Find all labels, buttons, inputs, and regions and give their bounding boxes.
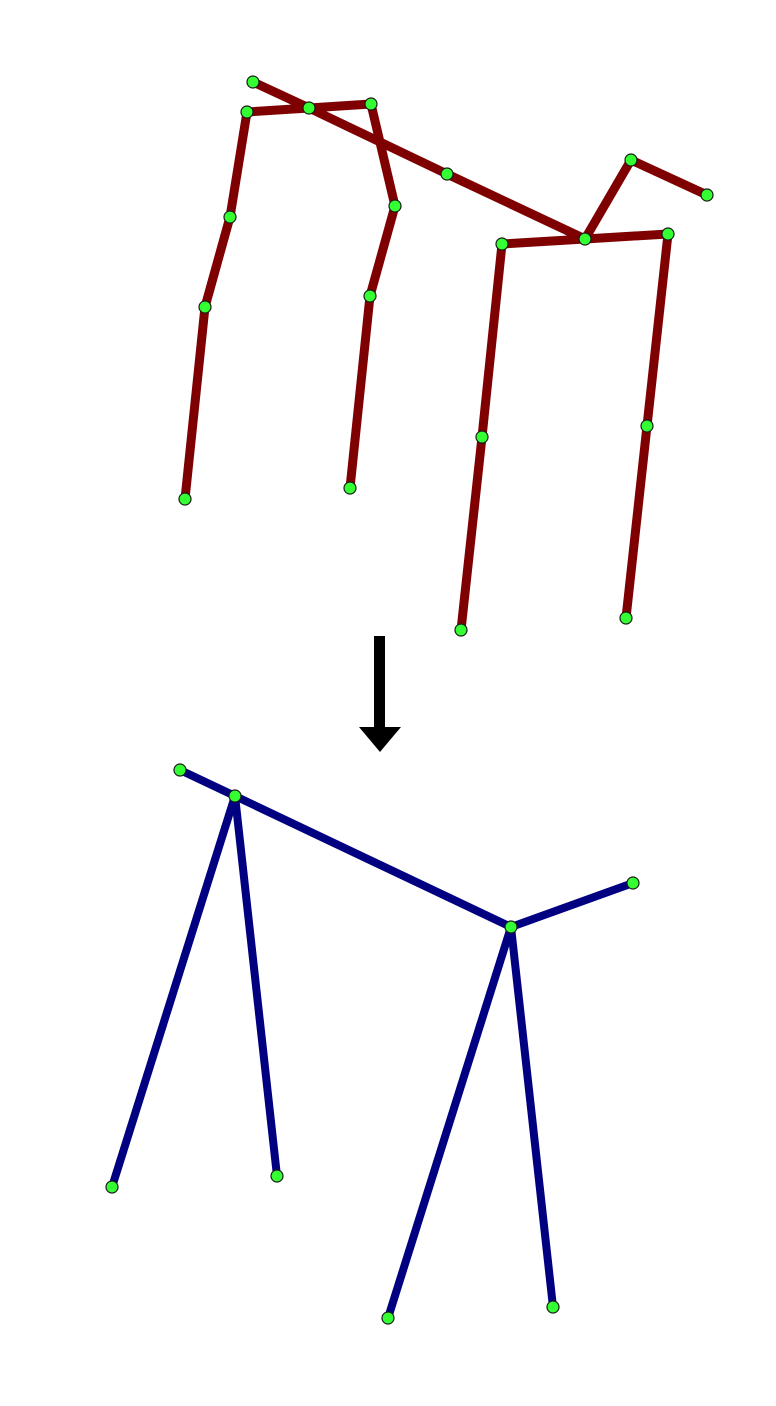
simplified-joint-hip_front bbox=[228, 789, 242, 803]
simplified-joint-leg_1_foot bbox=[105, 1180, 119, 1194]
detailed-bone-fl_knee-fl_ankle bbox=[200, 215, 235, 309]
detailed-joint-rl_foot bbox=[454, 623, 468, 637]
detailed-bone-rear_left_hip-rl_knee bbox=[477, 243, 507, 438]
detailed-bone-fr_knee-fr_ankle bbox=[365, 204, 400, 298]
detailed-joint-front_hip bbox=[302, 101, 316, 115]
simplified-joint-leg_2_foot bbox=[270, 1169, 284, 1183]
simplified-bone-hip_rear-head bbox=[509, 879, 635, 931]
simplified-joint-head bbox=[626, 876, 640, 890]
detailed-bone-fr_ankle-fr_foot bbox=[345, 295, 375, 489]
detailed-bone-front_right_hip-fr_knee bbox=[366, 102, 400, 208]
detailed-joint-spine_mid bbox=[440, 167, 454, 181]
simplified-bone-hip_front-leg_1_foot bbox=[108, 794, 239, 1189]
detailed-joint-fr_ankle bbox=[363, 289, 377, 303]
simplified-skeleton bbox=[105, 763, 640, 1325]
detailed-joint-rl_knee bbox=[475, 430, 489, 444]
arrow-shaft bbox=[374, 636, 385, 731]
detailed-bone-spine_mid-spine_rear bbox=[445, 169, 587, 244]
detailed-bone-front_hip-front_left_hip bbox=[246, 103, 310, 117]
detailed-joint-fl_ankle bbox=[198, 300, 212, 314]
detailed-joints bbox=[178, 75, 714, 637]
detailed-bone-spine_rear-neck bbox=[581, 157, 635, 242]
detailed-bone-tail_tip-front_hip bbox=[251, 77, 311, 113]
detailed-bone-rr_knee-rr_foot bbox=[621, 425, 652, 619]
detailed-bone-neck-head bbox=[629, 155, 709, 200]
simplified-bones bbox=[108, 766, 635, 1320]
detailed-joint-front_right_hip bbox=[364, 97, 378, 111]
simplified-bone-hip_front-hip_rear bbox=[233, 792, 513, 931]
detailed-bone-fl_ankle-fl_foot bbox=[180, 306, 210, 500]
detailed-joint-rr_knee bbox=[640, 419, 654, 433]
simplified-joints bbox=[105, 763, 640, 1325]
detailed-joint-tail_tip bbox=[246, 75, 260, 89]
detailed-bone-front_left_hip-fl_knee bbox=[225, 111, 252, 218]
detailed-joint-front_left_hip bbox=[240, 105, 254, 119]
simplified-bone-hip_front-leg_2_foot bbox=[231, 795, 281, 1177]
detailed-joint-head bbox=[700, 188, 714, 202]
detailed-bone-rl_knee-rl_foot bbox=[456, 436, 487, 631]
arrow-head bbox=[359, 727, 401, 752]
simplified-bone-tail_tip-hip_front bbox=[178, 766, 237, 800]
detailed-bone-spine_rear-rear_right_hip bbox=[584, 229, 669, 244]
detailed-joint-fl_foot bbox=[178, 492, 192, 506]
detailed-bone-rear_right_hip-rr_knee bbox=[642, 233, 673, 427]
detailed-joint-neck bbox=[624, 153, 638, 167]
detailed-bone-spine_rear-rear_left_hip bbox=[501, 234, 586, 249]
detailed-joint-spine_rear bbox=[578, 232, 592, 246]
simplified-joint-tail_tip bbox=[173, 763, 187, 777]
detailed-joint-fr_knee bbox=[388, 199, 402, 213]
detailed-bone-front_hip-front_right_hip bbox=[308, 99, 372, 113]
simplified-joint-leg_4_foot bbox=[546, 1300, 560, 1314]
detailed-joint-rr_foot bbox=[619, 611, 633, 625]
simplified-bone-hip_rear-leg_3_foot bbox=[384, 925, 515, 1320]
detailed-skeleton bbox=[178, 75, 714, 637]
detailed-bones bbox=[180, 77, 709, 631]
simplified-joint-leg_3_foot bbox=[381, 1311, 395, 1325]
detailed-joint-rear_right_hip bbox=[661, 227, 675, 241]
detailed-joint-rear_left_hip bbox=[495, 237, 509, 251]
simplified-joint-hip_rear bbox=[504, 920, 518, 934]
simplified-bone-hip_rear-leg_4_foot bbox=[507, 926, 557, 1308]
detailed-joint-fl_knee bbox=[223, 210, 237, 224]
down-arrow-icon bbox=[359, 636, 401, 752]
detailed-joint-fr_foot bbox=[343, 481, 357, 495]
